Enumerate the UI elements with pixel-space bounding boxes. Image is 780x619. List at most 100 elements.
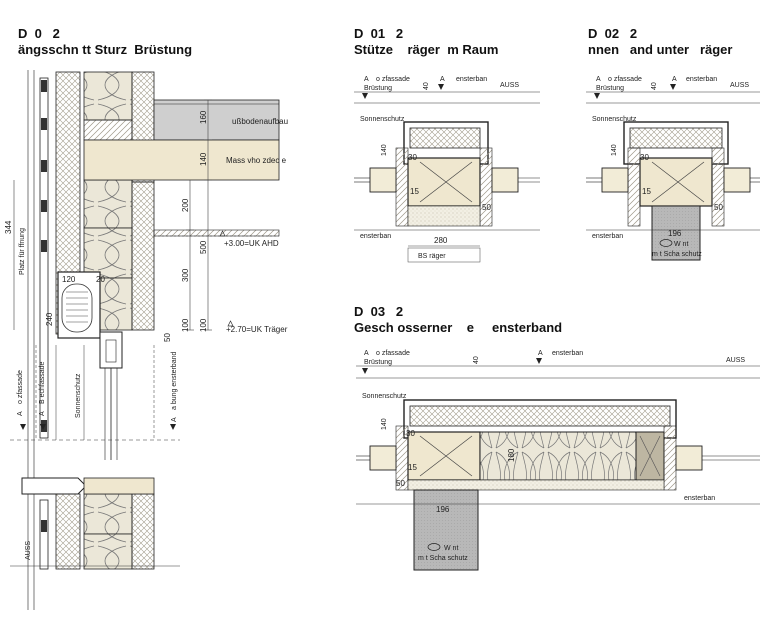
dimension-chain-d00 — [186, 99, 212, 331]
window-frame-icon — [369, 445, 397, 471]
dim-50: 50 — [163, 333, 172, 342]
dim-300: 300 — [181, 268, 190, 282]
aband-label: a bung ensterband — [171, 352, 178, 410]
mark-a-d03-1: A — [364, 350, 369, 357]
interior-wall-column — [651, 205, 701, 261]
holz-fassade-label: o zfassade — [17, 370, 24, 404]
dim-15-d01: 15 — [410, 187, 419, 196]
wall-label-d02: W nt — [674, 241, 688, 248]
wood-cross-icon — [639, 157, 713, 207]
window-frame-icon — [491, 167, 519, 193]
window-frame-icon — [723, 167, 751, 193]
detail-d00-section: ußbodenaufbau Mass vho zdec e 160 140 20… — [4, 70, 288, 610]
mark-a-d02-1: A — [596, 76, 601, 83]
mass-timber-deck — [83, 139, 280, 181]
wall-insulation-2 — [83, 179, 133, 229]
window-frame-icon — [601, 167, 629, 193]
window-frame-icon — [369, 167, 397, 193]
insulation-wave-icon — [479, 431, 637, 481]
sunshade-d03: Sonnenschutz — [362, 393, 407, 400]
bruestung-d03: Brüstung — [364, 359, 392, 366]
dim-50-d03: 50 — [396, 479, 405, 488]
mark-a-d02-2: A — [672, 76, 677, 83]
dim-180-d03: 180 — [507, 448, 516, 462]
fensterband-low-d03: ensterban — [684, 495, 715, 502]
mass-deck-label: Mass vho zdec e — [226, 156, 287, 165]
dim-40-d03: 40 — [473, 356, 480, 364]
dim-140: 140 — [199, 152, 208, 166]
dim-160: 160 — [199, 110, 208, 124]
detail-title-d01: Stütze räger m Raum — [354, 42, 499, 57]
detail-code-d01: D 01 2 — [354, 26, 404, 41]
detail-d03-plan: A o zfassade Brüstung 40 A ensterban AUS… — [356, 350, 760, 571]
holz-fassade-d03: o zfassade — [376, 350, 410, 357]
dim-30-d03: 30 — [406, 429, 415, 438]
sunshade-d02: Sonnenschutz — [592, 116, 637, 123]
dim-240: 240 — [45, 312, 54, 326]
mark-a-2: A — [39, 411, 46, 416]
detail-code-d03: D 03 2 — [354, 304, 404, 319]
dim-500: 500 — [199, 240, 208, 254]
mark-a-d01-1: A — [364, 76, 369, 83]
dim-20: 20 — [96, 275, 105, 284]
dim-50-d02: 50 — [714, 203, 723, 212]
dim-15-d02: 15 — [642, 187, 651, 196]
dim-15-d03: 15 — [408, 463, 417, 472]
dim-100-b: 100 — [199, 318, 208, 332]
bruestung-d01: Brüstung — [364, 85, 392, 92]
auss-label-d00: AUSS — [25, 541, 32, 560]
floor-buildup — [153, 99, 280, 141]
bs-traeger-label: BS räger — [418, 253, 446, 260]
wall-label-d03: W nt — [444, 545, 458, 552]
wood-cross-icon — [407, 431, 481, 481]
fensterband-low-d01: ensterban — [360, 233, 391, 240]
auss-d03: AUSS — [726, 357, 745, 364]
mark-a-1: A — [17, 411, 24, 416]
dim-196-d02: 196 — [668, 229, 682, 238]
fensterband-low-d02: ensterban — [592, 233, 623, 240]
dim-120: 120 — [62, 275, 76, 284]
dim-344: 344 — [4, 220, 13, 234]
bruestung-d02: Brüstung — [596, 85, 624, 92]
dim-140-d03: 140 — [381, 418, 388, 430]
fensterband-top-d03: ensterban — [552, 350, 583, 357]
dim-196-d03: 196 — [436, 505, 450, 514]
detail-code-d00: D 0 2 — [18, 26, 60, 41]
level-marker-triangle-icon — [227, 320, 234, 327]
fensterband-top-d01: ensterban — [456, 76, 487, 83]
dim-140-d01: 140 — [381, 144, 388, 156]
sunshade-box-icon — [57, 271, 101, 339]
sunshade-d01: Sonnenschutz — [360, 116, 405, 123]
mark-a-3: A — [171, 417, 178, 422]
detail-title-d00: ängsschn tt Sturz Brüstung — [18, 42, 193, 57]
dim-30-d01: 30 — [408, 153, 417, 162]
detail-title-d03: Gesch osserner e ensterband — [354, 320, 563, 335]
cladding-battens — [27, 70, 49, 610]
wall-insulation-1 — [83, 71, 133, 121]
auss-d02: AUSS — [730, 82, 749, 89]
detail-d02-plan: A o zfassade Brüstung 40 A ensterban AUS… — [586, 76, 760, 261]
wall-sub-d03: m t Scha schutz — [418, 555, 468, 562]
parapet-section — [21, 477, 155, 570]
opening-space-label: Platz für ffnung — [19, 228, 26, 275]
floor-build-label: ußbodenaufbau — [232, 117, 288, 126]
mark-a-d01-2: A — [440, 76, 445, 83]
dim-140-d02: 140 — [611, 144, 618, 156]
sunshade-label-d00: Sonnenschutz — [75, 373, 82, 418]
interior-wall-column — [413, 489, 479, 571]
auss-d01: AUSS — [500, 82, 519, 89]
holz-fassade-d02: o zfassade — [608, 76, 642, 83]
dim-30-d02: 30 — [640, 153, 649, 162]
dim-280-d01: 280 — [434, 236, 448, 245]
detail-code-d02: D 02 2 — [588, 26, 638, 41]
fensterband-top-d02: ensterban — [686, 76, 717, 83]
wall-sub-d02: m t Scha schutz — [652, 251, 702, 258]
detail-title-d02: nnen and unter räger — [588, 42, 733, 57]
wood-cross-icon — [407, 157, 481, 207]
level-upper-label: +3.00=UK AHD — [224, 239, 279, 248]
wall-insulation-3 — [83, 227, 133, 279]
dim-40-d02: 40 — [651, 82, 658, 90]
dim-100-a: 100 — [181, 318, 190, 332]
